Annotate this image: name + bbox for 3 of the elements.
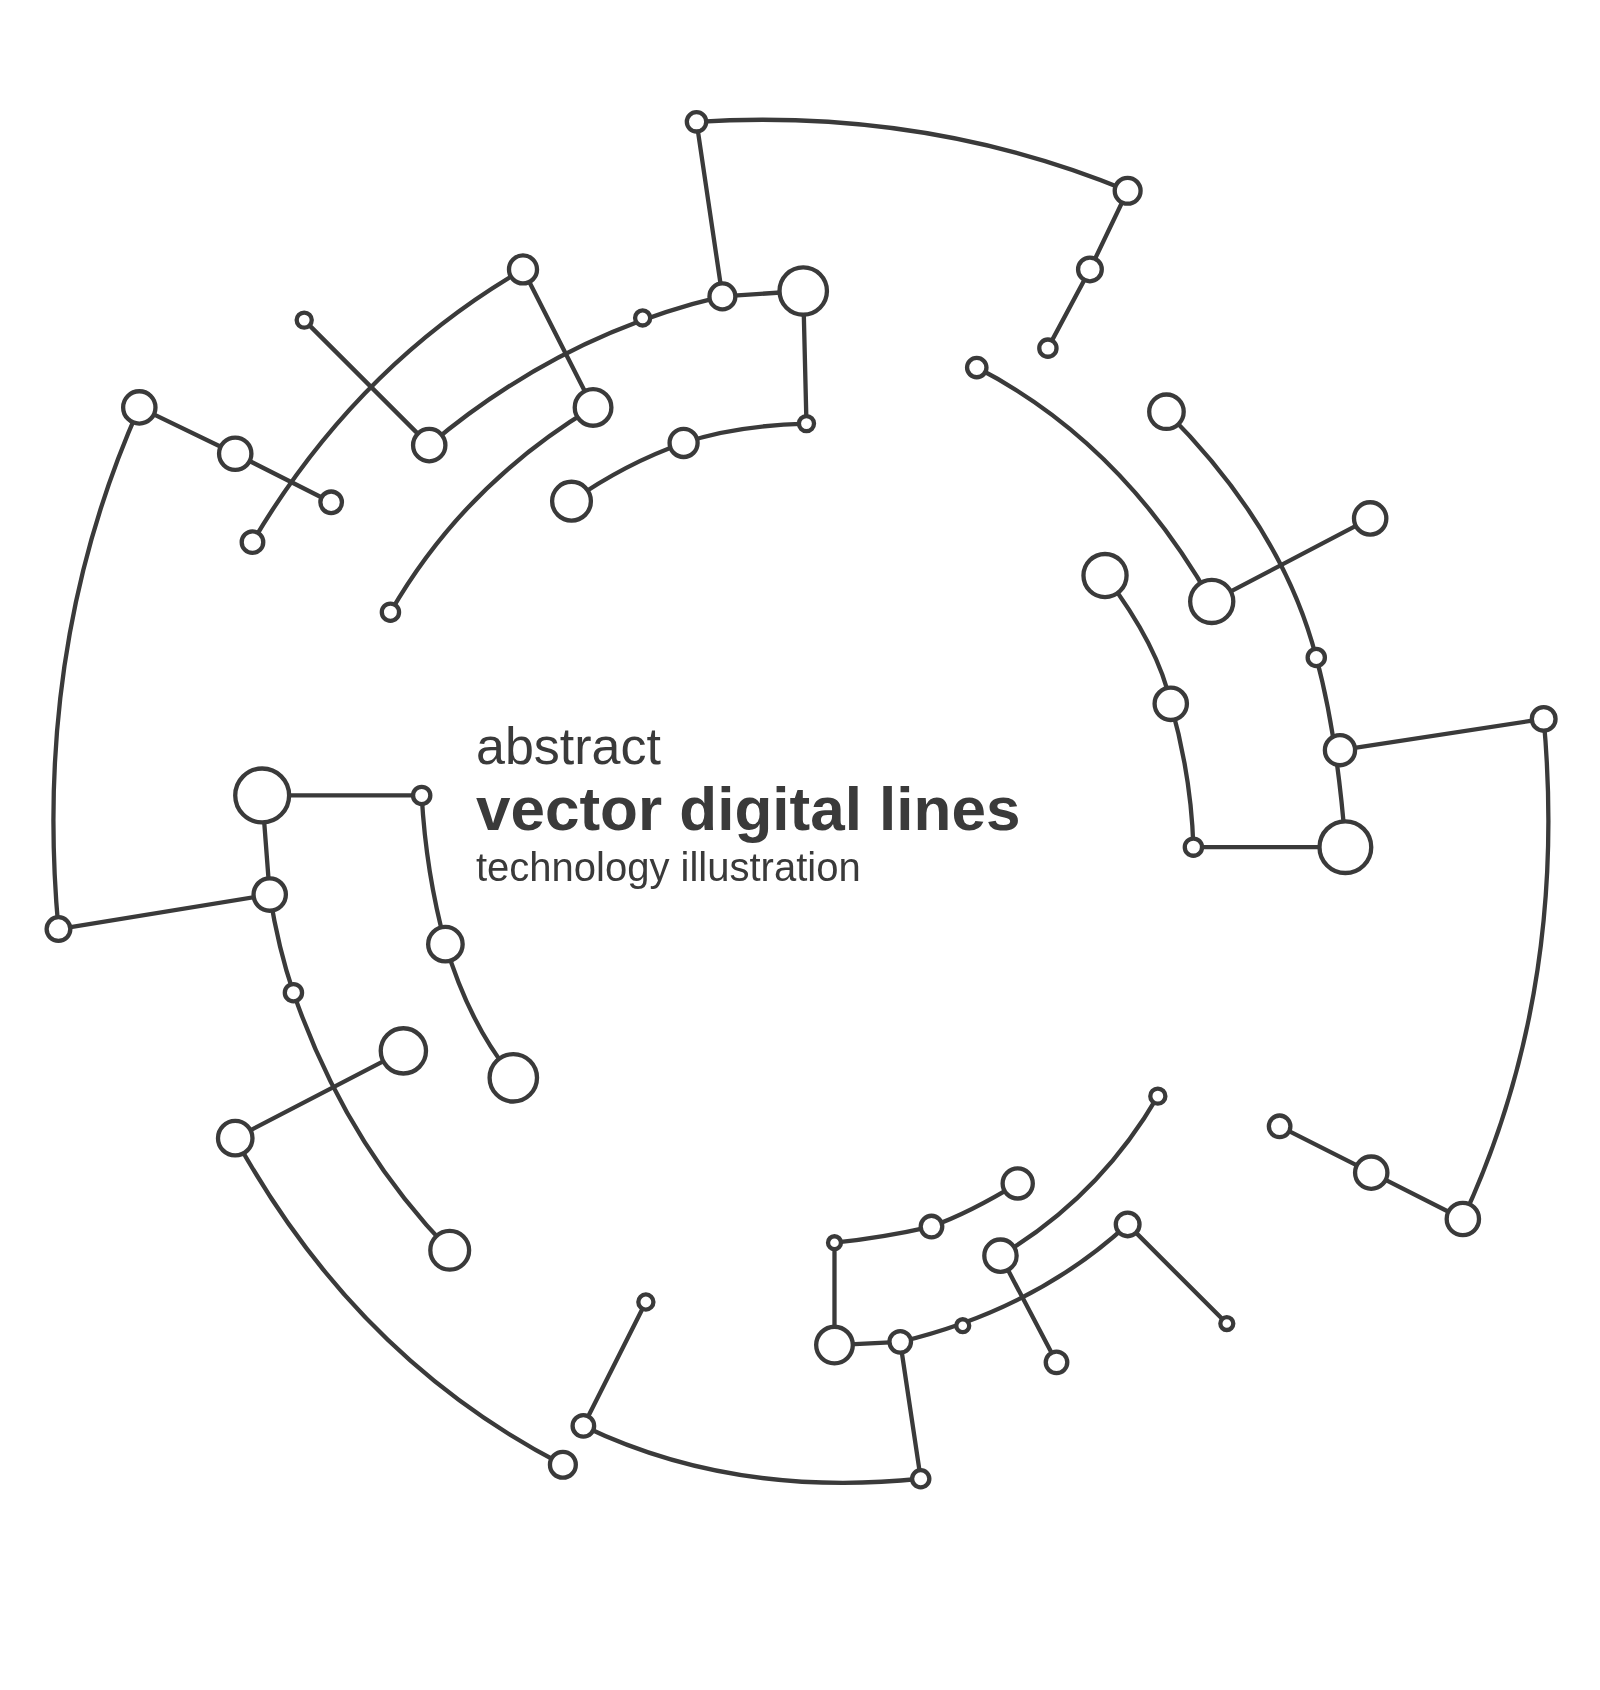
tagline-text: technology illustration xyxy=(476,844,862,892)
subtitle-text: abstract xyxy=(476,718,662,776)
headline-text: vector digital lines xyxy=(476,775,1021,844)
